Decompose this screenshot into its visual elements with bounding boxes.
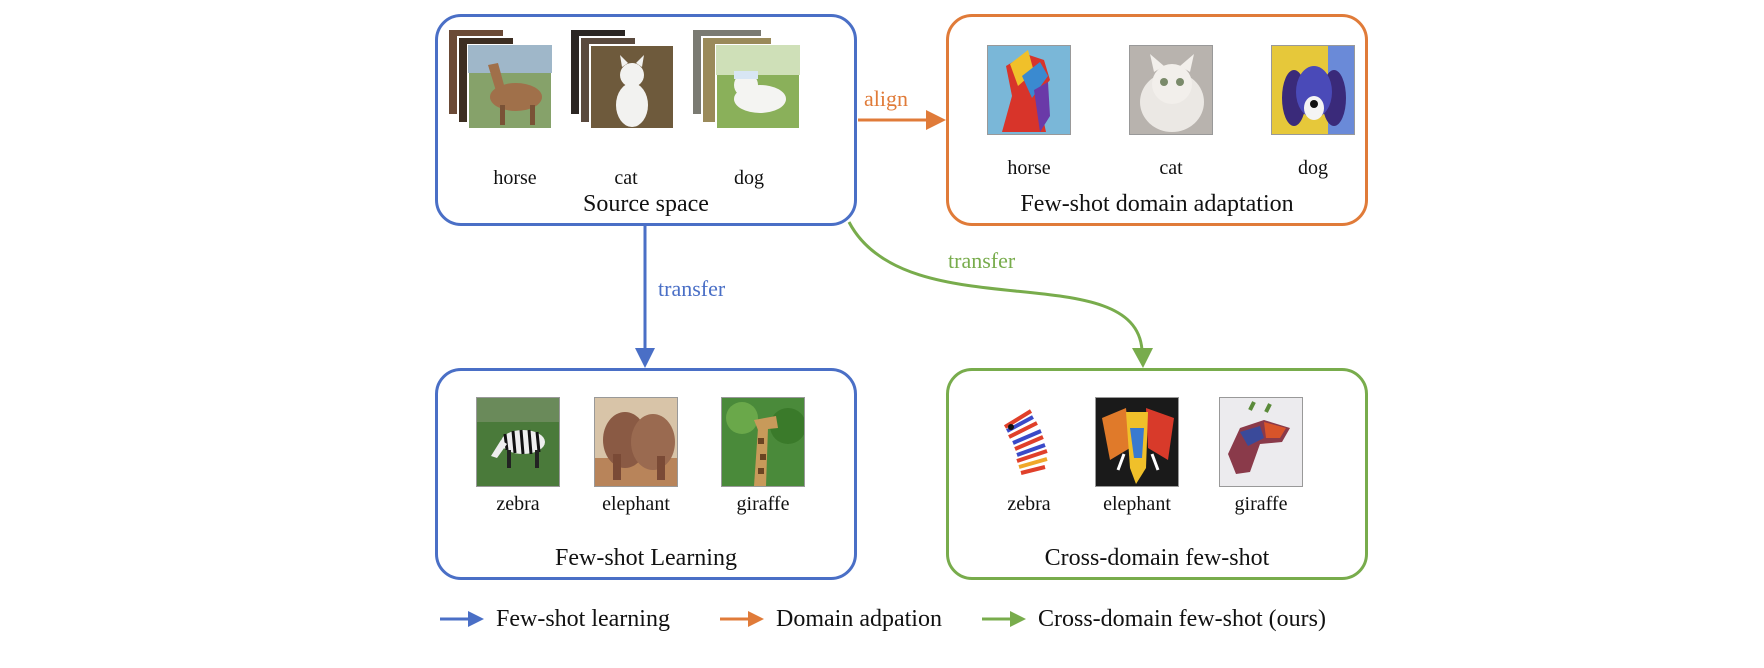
giraffe-image xyxy=(721,397,805,487)
painted-giraffe-image xyxy=(1219,397,1303,487)
align-label: align xyxy=(864,86,908,111)
cat-image-stack-icon xyxy=(569,28,675,130)
source-space-title: Source space xyxy=(583,191,709,217)
cd-label-giraffe: giraffe xyxy=(1234,493,1288,515)
legend-arrow-green-icon xyxy=(982,611,1026,627)
transfer-label-green: transfer xyxy=(948,248,1016,273)
da-label-cat: cat xyxy=(1159,157,1183,179)
source-label-dog: dog xyxy=(734,167,764,189)
fsl-label-elephant: elephant xyxy=(602,493,670,515)
legend-arrow-orange-icon xyxy=(720,611,764,627)
horse-image-stack-icon xyxy=(447,28,553,130)
painted-dog-item: dog xyxy=(1271,45,1421,195)
cd-label-zebra: zebra xyxy=(1007,493,1051,515)
painted-horse-image xyxy=(987,45,1071,135)
legend-item-cross-domain: Cross-domain few-shot (ours) xyxy=(982,603,1326,635)
giraffe-item: giraffe xyxy=(721,397,871,547)
horse-item: horse xyxy=(446,27,596,197)
legend-label-cross-domain: Cross-domain few-shot (ours) xyxy=(1038,605,1326,632)
fsl-label-giraffe: giraffe xyxy=(736,493,790,515)
da-label-horse: horse xyxy=(1007,157,1051,179)
few-shot-learning-title: Few-shot Learning xyxy=(555,545,737,571)
dog-item: dog xyxy=(690,27,840,197)
cross-domain-box: zebra elephant giraffe Cross-domain few-… xyxy=(946,368,1368,580)
cat-item: cat xyxy=(568,27,718,197)
painted-giraffe-item: giraffe xyxy=(1219,397,1369,547)
painted-dog-image xyxy=(1271,45,1355,135)
domain-adaptation-box: horse cat dog Few-shot domain adaptation xyxy=(946,14,1368,226)
legend-item-domain-adaption: Domain adpation xyxy=(720,603,942,635)
painted-horse-item: horse xyxy=(987,45,1137,195)
dog-image-stack-icon xyxy=(691,28,800,130)
painted-cat-item: cat xyxy=(1129,45,1279,195)
source-label-cat: cat xyxy=(614,167,638,189)
align-arrow xyxy=(858,110,946,130)
legend-label-few-shot-learning: Few-shot learning xyxy=(496,605,670,632)
fsl-label-zebra: zebra xyxy=(496,493,540,515)
painted-elephant-item: elephant xyxy=(1095,397,1245,547)
legend-item-few-shot-learning: Few-shot learning xyxy=(440,603,670,635)
legend-arrow-blue-icon xyxy=(440,611,484,627)
legend-label-domain-adaption: Domain adpation xyxy=(776,605,942,632)
few-shot-learning-box: zebra elephant giraffe Few-shot Learning xyxy=(435,368,857,580)
transfer-label-blue: transfer xyxy=(658,276,726,301)
zebra-item: zebra xyxy=(476,397,626,547)
painted-cat-image xyxy=(1129,45,1213,135)
da-label-dog: dog xyxy=(1298,157,1328,179)
domain-adaptation-title: Few-shot domain adaptation xyxy=(1020,191,1294,217)
cross-domain-title: Cross-domain few-shot xyxy=(1044,545,1270,571)
source-space-box: horse cat dog Source space xyxy=(435,14,857,226)
transfer-arrow-blue xyxy=(635,226,655,368)
painted-elephant-image xyxy=(1095,397,1179,487)
painted-zebra-image xyxy=(997,405,1051,481)
elephant-image xyxy=(594,397,678,487)
painted-zebra-item: zebra xyxy=(987,397,1137,547)
zebra-image xyxy=(476,397,560,487)
transfer-arrow-green xyxy=(847,221,1153,368)
source-label-horse: horse xyxy=(493,167,537,189)
elephant-item: elephant xyxy=(594,397,744,547)
cd-label-elephant: elephant xyxy=(1103,493,1171,515)
